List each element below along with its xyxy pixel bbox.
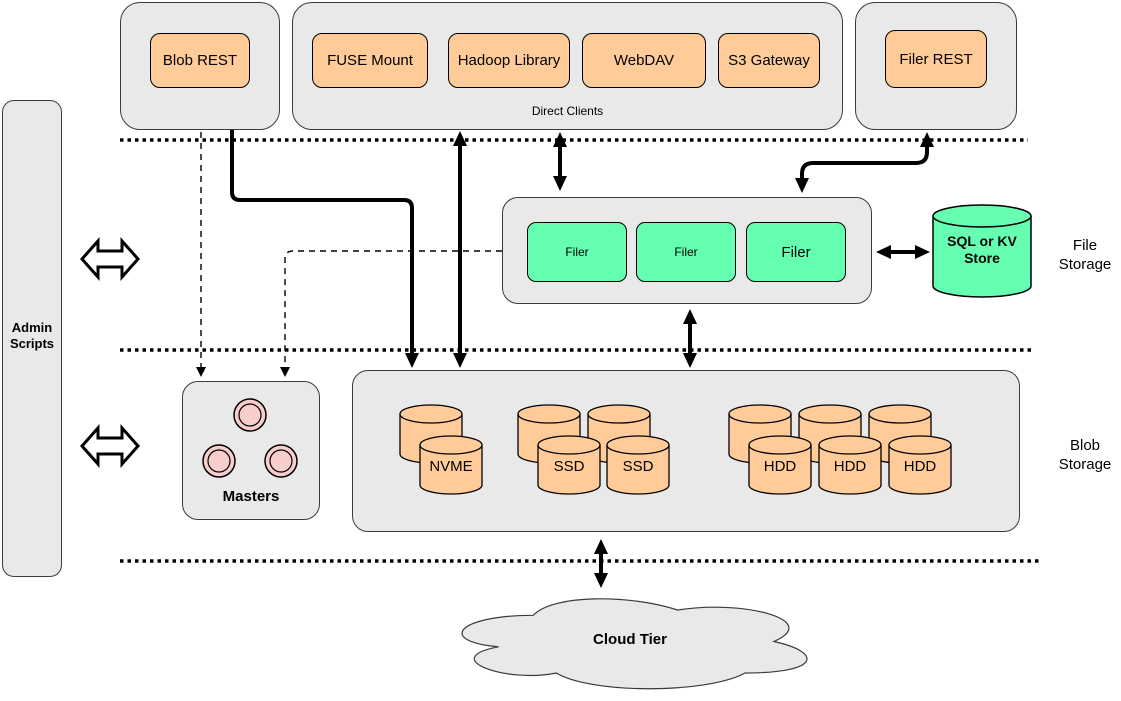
- hadoop-library-label: Hadoop Library: [457, 52, 561, 69]
- webdav-label: WebDAV: [613, 52, 675, 69]
- masters-label: Masters: [222, 488, 280, 505]
- client-node-hadoop-library: Hadoop Library: [448, 33, 570, 88]
- filer-rest-node: Filer REST: [885, 30, 987, 88]
- filer-node-1: Filer: [527, 222, 627, 282]
- arrow-blob-cloud: [594, 539, 608, 588]
- dashed-arrow-blob-rest-masters: [196, 132, 206, 377]
- disk-label-hdd-3: HDD: [903, 458, 937, 475]
- direct-clients-label: Direct Clients: [531, 104, 604, 118]
- fuse-mount-label: FUSE Mount: [327, 52, 413, 69]
- blob-rest-label: Blob REST: [162, 52, 238, 69]
- disk-label-ssd-1: SSD: [553, 458, 585, 475]
- disk-label-hdd-2: HDD: [833, 458, 867, 475]
- disk-label-ssd-2: SSD: [622, 458, 654, 475]
- arrow-filer-rest-filer: [795, 132, 934, 193]
- client-node-webdav: WebDAV: [582, 33, 706, 88]
- blob-storage-section-label: Blob Storage: [1058, 437, 1112, 473]
- filer-node-2: Filer: [636, 222, 736, 282]
- admin-blob-storage-arrow-icon: [79, 424, 141, 468]
- metadata-store-label: SQL or KV Store: [947, 233, 1017, 266]
- blob-storage-group: [352, 370, 1020, 532]
- admin-scripts-label: Admin Scripts: [9, 320, 55, 352]
- client-node-s3-gateway: S3 Gateway: [718, 33, 820, 88]
- filer-1-label: Filer: [565, 245, 589, 259]
- filer-3-label: Filer: [781, 243, 811, 261]
- admin-file-storage-arrow-icon: [79, 237, 141, 281]
- arrow-filer-blob: [683, 309, 697, 368]
- disk-label-hdd-1: HDD: [763, 458, 797, 475]
- disk-label-nvme: NVME: [429, 458, 473, 475]
- client-node-fuse-mount: FUSE Mount: [312, 33, 428, 88]
- s3-gateway-label: S3 Gateway: [728, 52, 810, 69]
- admin-scripts-panel: [2, 100, 62, 577]
- filer-2-label: Filer: [674, 245, 698, 259]
- arrow-direct-clients-filer: [553, 132, 567, 191]
- dashed-arrow-filer-masters: [280, 250, 502, 377]
- filer-node-3: Filer: [746, 222, 846, 282]
- arrow-blob-rest-to-volume: [230, 130, 419, 368]
- blob-rest-node: Blob REST: [150, 33, 250, 88]
- filer-rest-label: Filer REST: [899, 50, 973, 68]
- arrow-direct-clients-volume: [453, 131, 467, 368]
- cloud-tier-label: Cloud Tier: [593, 631, 667, 648]
- file-storage-section-label: File Storage: [1058, 237, 1112, 273]
- arrow-filer-metadata-store: [876, 245, 930, 259]
